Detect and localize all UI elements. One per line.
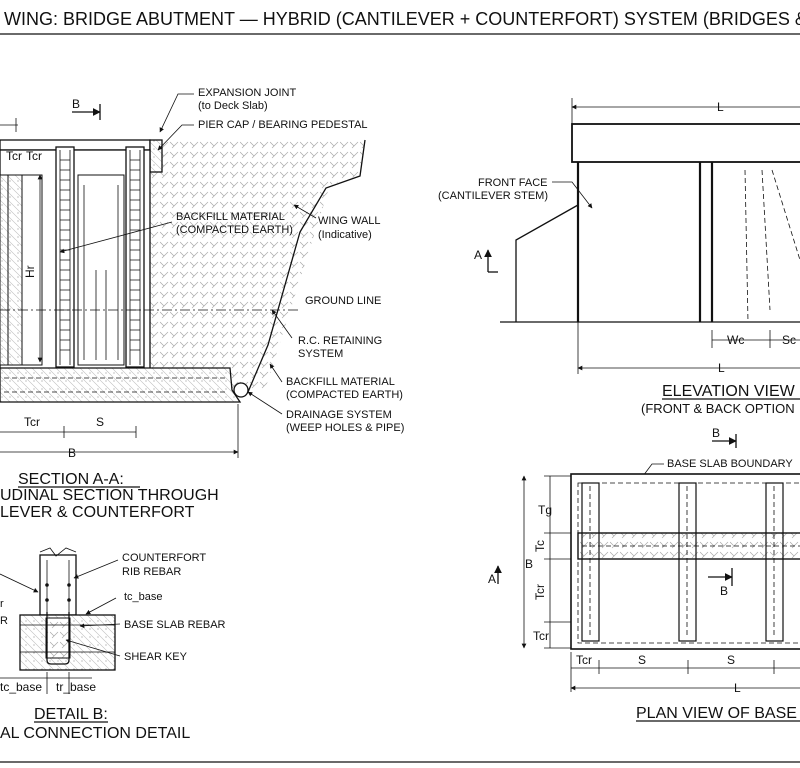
stem-hatch xyxy=(0,174,23,366)
dim-bottom: Tcr S B xyxy=(0,404,239,460)
dim-plan-tcr-v: Tcr xyxy=(533,584,547,600)
plan-vertical-dims: B Tg Tc Tcr Tcr xyxy=(521,475,571,649)
counterfort-2 xyxy=(125,146,145,368)
dim-plan-tcr-v2: Tcr xyxy=(533,629,549,643)
detail-b-dims: tc_base tr_base xyxy=(0,672,96,694)
dim-l-top: L xyxy=(717,100,724,114)
elev-wing xyxy=(515,204,579,322)
dim-plan-tg: Tg xyxy=(538,503,552,517)
plan-counterfort-1 xyxy=(581,482,600,642)
dim-label-tcr-bottom: Tcr xyxy=(24,415,40,429)
dim-plan-b: B xyxy=(525,557,533,571)
cut-marker-b: B xyxy=(72,97,101,120)
label-drainage-note: (WEEP HOLES & PIPE) xyxy=(286,422,404,434)
subtitle-elevation: (FRONT & BACK OPTION xyxy=(641,401,795,416)
title-elevation: ELEVATION VIEW xyxy=(662,383,796,400)
dim-tr-base: tr_base xyxy=(56,680,96,694)
label-front-face: FRONT FACE xyxy=(478,177,547,189)
label-expansion-joint-note: (to Deck Slab) xyxy=(198,100,268,112)
sheet-title: WING: BRIDGE ABUTMENT — HYBRID (CANTILEV… xyxy=(4,9,800,29)
detail-left-mark-1: r xyxy=(0,598,4,610)
wing-wall-line xyxy=(247,139,366,393)
label-rc-wall-note: SYSTEM xyxy=(298,348,343,360)
label-base-boundary: BASE SLAB BOUNDARY xyxy=(667,458,793,470)
label-shear-key: SHEAR KEY xyxy=(124,651,188,663)
label-pier-cap: PIER CAP / BEARING PEDESTAL xyxy=(198,119,368,131)
dim-hr: Hr xyxy=(23,174,43,363)
dim-label-hr: Hr xyxy=(23,265,37,278)
title-detail-b: DETAIL B: xyxy=(34,706,108,723)
dim-tc-base: tc_base xyxy=(0,680,42,694)
dim-plan-l: L xyxy=(734,681,741,695)
plan-cut-b-mid: B xyxy=(720,584,728,598)
label-wing-wall-note: (Indicative) xyxy=(318,229,372,241)
backfill-zone xyxy=(150,140,365,390)
detail-b-title: DETAIL B: AL CONNECTION DETAIL xyxy=(0,706,190,742)
plan-counterfort-3 xyxy=(765,482,784,642)
rebar-hook xyxy=(46,612,70,665)
subtitle-detail-b: AL CONNECTION DETAIL xyxy=(0,725,190,742)
elev-cut-a: A xyxy=(474,248,482,262)
section-labels: EXPANSION JOINT (to Deck Slab) PIER CAP … xyxy=(59,87,404,434)
title-plan: PLAN VIEW OF BASE xyxy=(636,705,797,722)
label-ground-line: GROUND LINE xyxy=(305,295,381,307)
section-aa-title: SECTION A-A: UDINAL SECTION THROUGH LEVE… xyxy=(0,471,219,521)
plan-view: B BASE SLAB BOUNDARY B A B xyxy=(488,426,800,722)
plan-counterfort-2 xyxy=(678,482,697,642)
elevation-view: L FRONT FACE (CANTILEVER STEM) A Wc Sc L… xyxy=(438,98,800,416)
dim-wc: Wc xyxy=(727,333,744,347)
plan-cut-b-top: B xyxy=(712,426,720,440)
section-aa-view: Tcr Tcr Hr Tcr S B B EXPANSION JOI xyxy=(0,87,800,521)
elev-deck xyxy=(571,123,800,163)
panel-rebar xyxy=(83,185,119,360)
dim-label-tcr-2: Tcr xyxy=(26,149,42,163)
dim-plan-s1: S xyxy=(638,653,646,667)
dim-plan-s2: S xyxy=(727,653,735,667)
dim-label-b: B xyxy=(68,446,76,460)
dim-label-tcr: Tcr xyxy=(6,149,22,163)
pier-cap xyxy=(149,139,163,173)
counterfort-1 xyxy=(55,146,75,368)
title-section-aa: SECTION A-A: xyxy=(18,471,124,488)
base-slab xyxy=(0,367,242,403)
drainage-pipe xyxy=(233,382,249,398)
detail-b-labels: COUNTERFORT RIB REBAR tc_base BASE SLAB … xyxy=(65,552,226,663)
label-front-face-note: (CANTILEVER STEM) xyxy=(438,190,548,202)
label-backfill-1-note: (COMPACTED EARTH) xyxy=(176,224,293,236)
cut-label-b: B xyxy=(72,97,80,111)
dim-tcr-top: Tcr Tcr xyxy=(0,118,42,163)
label-drainage: DRAINAGE SYSTEM xyxy=(286,409,392,421)
detail-left-mark-2: R xyxy=(0,615,8,627)
dim-plan-tcr-h: Tcr xyxy=(576,653,592,667)
stem-outline xyxy=(0,149,151,371)
label-backfill-2: BACKFILL MATERIAL xyxy=(286,376,395,388)
panel-inner xyxy=(77,174,125,366)
dim-label-s: S xyxy=(96,415,104,429)
label-expansion-joint: EXPANSION JOINT xyxy=(198,87,296,99)
break-line xyxy=(39,547,77,557)
elev-hidden-lines xyxy=(744,169,800,323)
label-backfill-2-note: (COMPACTED EARTH) xyxy=(286,389,403,401)
label-base-rebar: BASE SLAB REBAR xyxy=(124,619,226,631)
base-rebar-lines xyxy=(4,377,228,393)
dim-plan-tc: Tc xyxy=(533,540,547,552)
subtitle-section-aa-1: UDINAL SECTION THROUGH xyxy=(0,487,219,504)
title-banner: WING: BRIDGE ABUTMENT — HYBRID (CANTILEV… xyxy=(0,9,800,35)
plan-hidden-lines xyxy=(582,486,800,638)
plan-horizontal-dims: Tcr S S L xyxy=(570,652,800,695)
label-wing-wall: WING WALL xyxy=(318,215,381,227)
subtitle-section-aa-2: LEVER & COUNTERFORT xyxy=(0,504,195,521)
elev-counterfort xyxy=(698,162,714,322)
label-tc-base: tc_base xyxy=(124,591,163,603)
label-backfill-1: BACKFILL MATERIAL xyxy=(176,211,285,223)
dim-sc: Sc xyxy=(782,333,796,347)
label-rc-wall: R.C. RETAINING xyxy=(298,335,382,347)
label-rib-rebar-note: RIB REBAR xyxy=(122,566,181,578)
plan-cut-a: A xyxy=(488,572,496,586)
detail-b-view: r R COUNTERFORT RIB REBAR tc_base BASE S… xyxy=(0,547,226,742)
plan-slab-outline xyxy=(570,473,800,650)
dim-l-bottom: L xyxy=(718,361,725,375)
label-rib-rebar: COUNTERFORT xyxy=(122,552,206,564)
